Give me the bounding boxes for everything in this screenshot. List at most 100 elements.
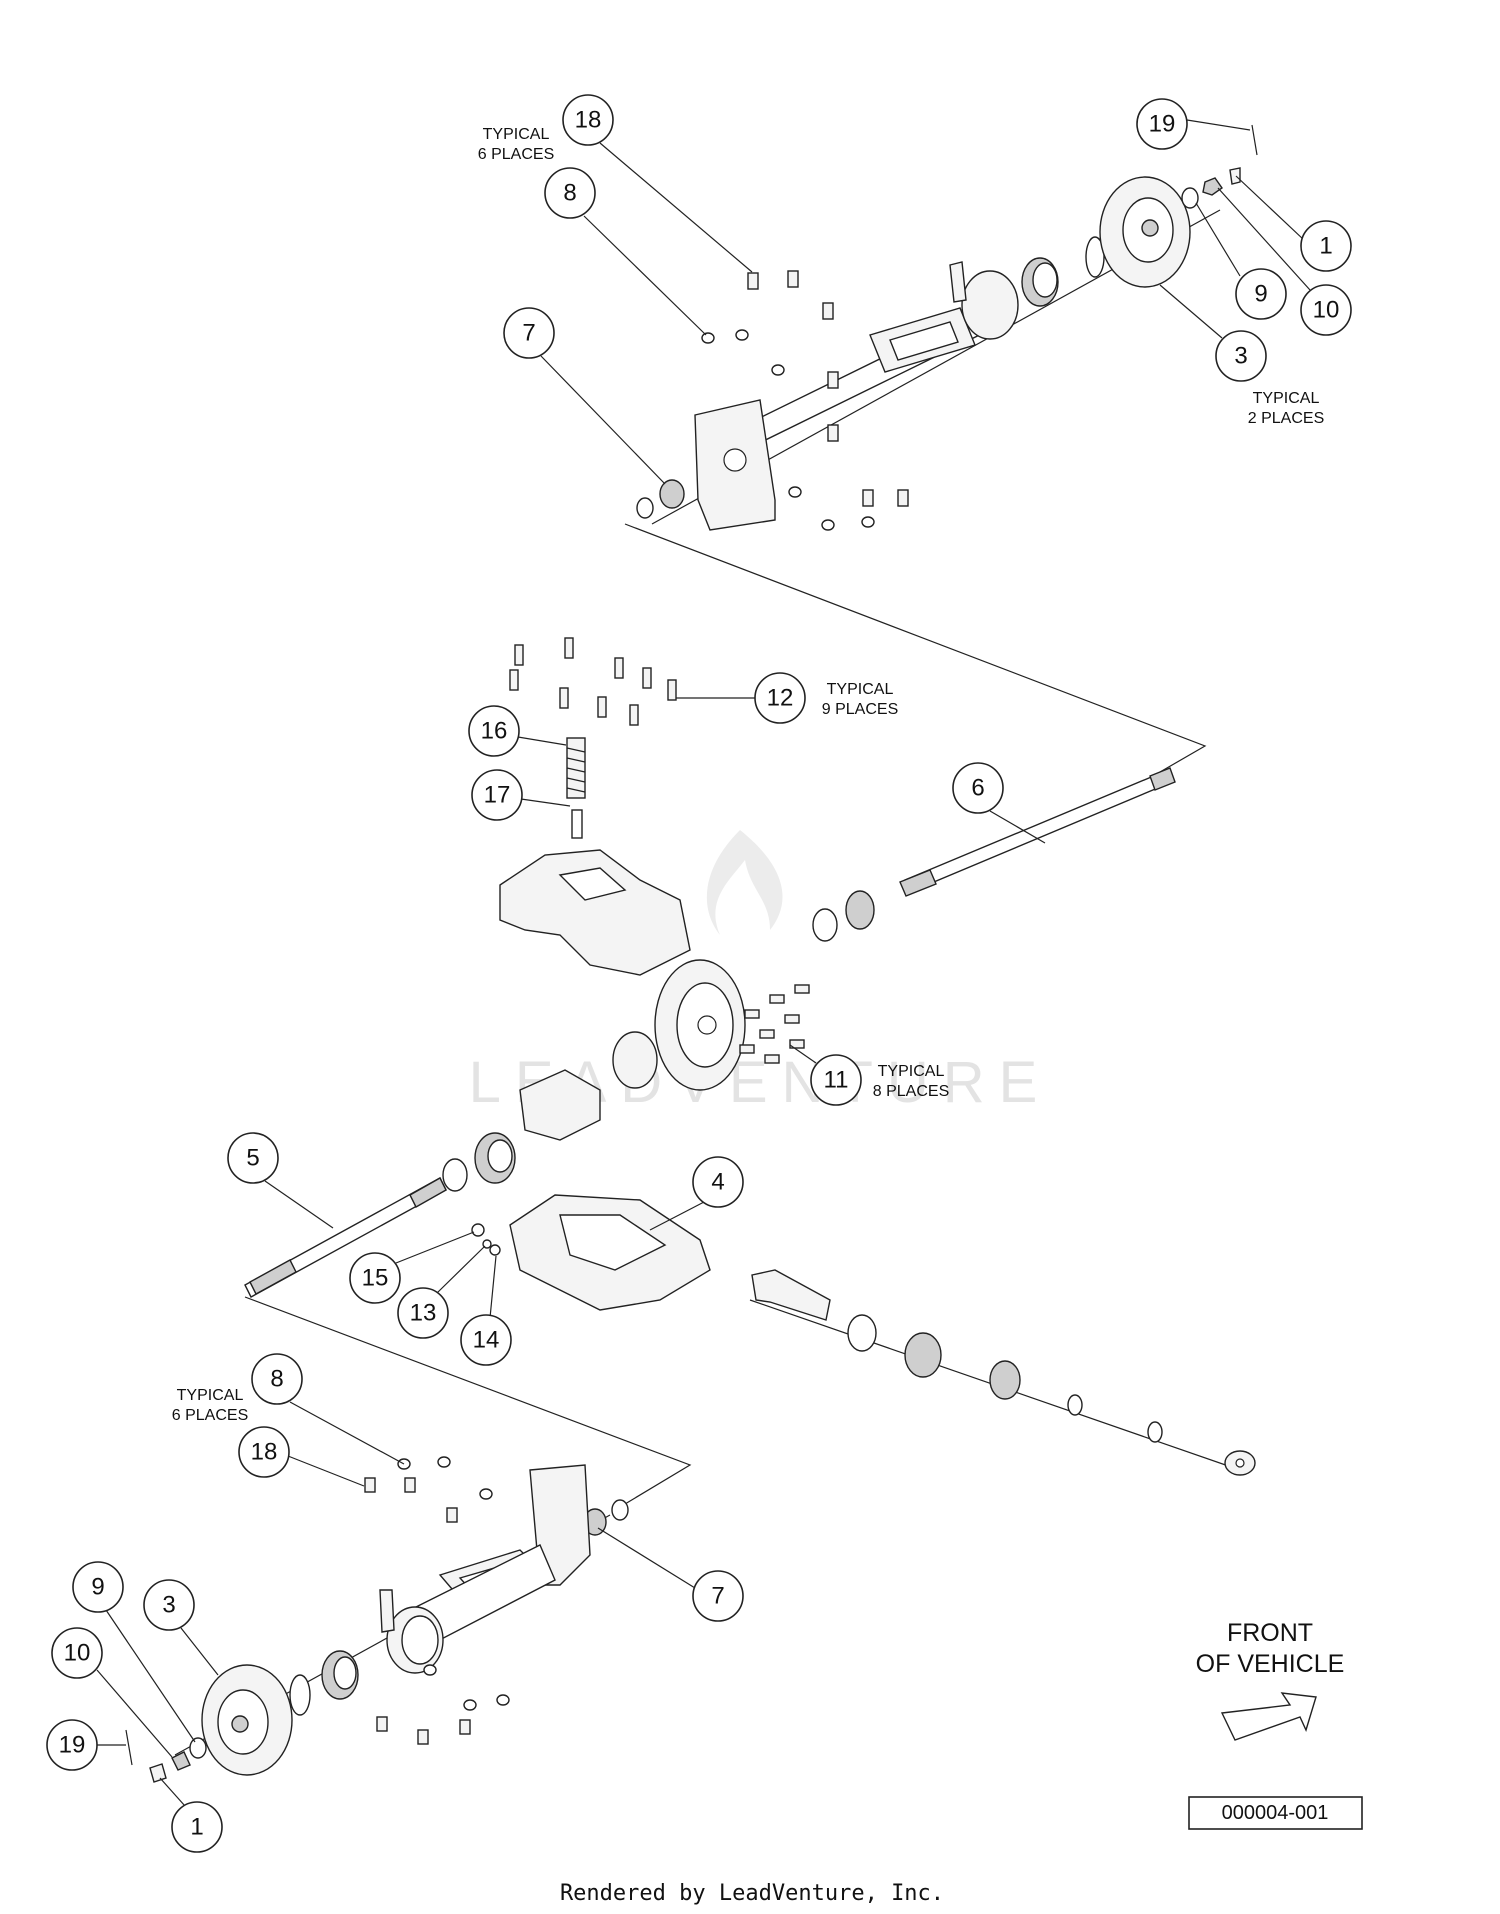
washer: [735, 329, 749, 341]
bolt: [827, 424, 839, 442]
callout-circle: [460, 1314, 512, 1366]
bolt: [794, 984, 810, 994]
bearing-bore: [333, 1656, 357, 1690]
ring-gear-bore: [697, 1015, 717, 1035]
axle-shaft-right: [904, 769, 1173, 893]
reference-frame: [1188, 1796, 1363, 1830]
front-label-line2: OF VEHICLE: [1196, 1650, 1345, 1678]
callout-circle: [238, 1426, 290, 1478]
callout-1: 1: [171, 1801, 223, 1853]
washer: [788, 486, 802, 498]
washer-bore: [1235, 1458, 1245, 1468]
snap-ring: [1067, 1394, 1083, 1416]
callout-circle: [1235, 268, 1287, 320]
bearing-bore: [1032, 262, 1058, 298]
bolt: [784, 1014, 800, 1024]
bolt: [642, 667, 652, 689]
callout-number: 7: [711, 1583, 724, 1610]
plug: [489, 1244, 501, 1256]
note-11-line2: 8 PLACES: [873, 1083, 949, 1100]
spring-coils: [566, 747, 586, 793]
callout-number: 7: [522, 320, 535, 347]
note-12-line1: TYPICAL: [827, 681, 894, 698]
callout-13: 13: [397, 1287, 449, 1339]
bracket-window: [889, 321, 959, 361]
snap-ring: [1085, 236, 1105, 278]
bolt: [459, 1719, 471, 1735]
upper-case: [499, 849, 691, 976]
note-12-line2: 9 PLACES: [822, 701, 898, 718]
seal-ring: [442, 1158, 468, 1192]
note-top-right-line1: TYPICAL: [1253, 390, 1320, 407]
cotter-pin: [1251, 124, 1258, 156]
bolt: [559, 687, 569, 709]
callout-number: 13: [410, 1300, 437, 1327]
callout-number: 3: [162, 1592, 175, 1619]
bolt: [404, 1477, 416, 1493]
bolt: [787, 270, 799, 288]
callout-number: 9: [91, 1574, 104, 1601]
callout-circle: [251, 1353, 303, 1405]
callout-6: 6: [952, 762, 1004, 814]
washer: [437, 1456, 451, 1468]
callout-number: 12: [767, 685, 794, 712]
callout-7: 7: [503, 307, 555, 359]
callout-9: 9: [72, 1561, 124, 1613]
bolt: [629, 704, 639, 726]
callout-5: 5: [227, 1132, 279, 1184]
callout-number: 17: [484, 782, 511, 809]
castle-nut: [1202, 177, 1223, 196]
callout-circle: [1136, 98, 1188, 150]
reference-number: 000004-001: [1222, 1802, 1329, 1824]
callout-8: 8: [251, 1353, 303, 1405]
housing-bore: [401, 1615, 439, 1665]
upper-case-boss: [558, 867, 627, 901]
top-fasteners: [701, 270, 909, 531]
bolt: [789, 1039, 805, 1049]
footer-credit: Rendered by LeadVenture, Inc.: [560, 1881, 944, 1906]
washer: [496, 1694, 510, 1706]
callout-number: 1: [1319, 233, 1332, 260]
bolt: [509, 669, 519, 691]
dowel-pin: [471, 1223, 485, 1237]
washer: [861, 516, 875, 528]
callout-circle: [692, 1156, 744, 1208]
diff-spacer: [612, 1031, 658, 1089]
bottom-axle-assembly: [125, 1456, 629, 1783]
housing-flange: [949, 261, 967, 303]
callout-circle: [227, 1132, 279, 1184]
callout-circle: [471, 769, 523, 821]
bolt: [764, 1054, 780, 1064]
callout-4: 4: [692, 1156, 744, 1208]
note-top-left-line2: 6 PLACES: [478, 146, 554, 163]
callout-11: 11: [810, 1054, 862, 1106]
top-axle-assembly: [636, 124, 1258, 531]
o-ring: [636, 497, 654, 519]
callout-circle: [468, 705, 520, 757]
callout-19: 19: [1136, 98, 1188, 150]
callout-circle: [1300, 220, 1352, 272]
callout-19: 19: [46, 1719, 98, 1771]
note-top-left-line1: TYPICAL: [483, 126, 550, 143]
callout-number: 8: [563, 180, 576, 207]
hub-spindle: [231, 1715, 249, 1733]
snap-ring: [289, 1674, 311, 1716]
callout-circle: [562, 94, 614, 146]
callout-number: 4: [711, 1169, 724, 1196]
seal: [659, 479, 685, 509]
bolt: [376, 1716, 388, 1732]
shaft-spline-outer: [1149, 767, 1176, 791]
callout-17: 17: [471, 769, 523, 821]
bolt: [822, 302, 834, 320]
seal-ring: [812, 908, 838, 942]
ring-gear-bolts: [739, 984, 810, 1064]
callout-14: 14: [460, 1314, 512, 1366]
bolt: [514, 644, 524, 666]
bolt: [564, 637, 574, 659]
bolt: [364, 1477, 376, 1493]
detent-pin: [571, 809, 583, 839]
note-11-line1: TYPICAL: [878, 1063, 945, 1080]
callout-circle: [46, 1719, 98, 1771]
